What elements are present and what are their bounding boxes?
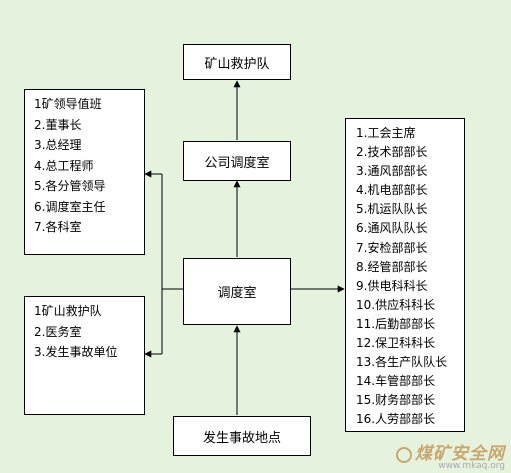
list-item: 10.供应科科长 bbox=[356, 297, 436, 312]
left-bottom-list-box: 1矿山救护队 2.医务室 3.发生事故单位 bbox=[24, 296, 145, 415]
list-item: 2.董事长 bbox=[34, 117, 82, 132]
accident-site-label: 发生事故地点 bbox=[202, 430, 281, 446]
list-item: 7.安检部部长 bbox=[356, 240, 428, 255]
list-item: 14.车管部部长 bbox=[356, 374, 436, 389]
watermark-url: www.mkaq.org bbox=[438, 461, 505, 471]
list-item: 13.各生产队队长 bbox=[356, 355, 448, 370]
rescue-team-box: 矿山救护队 bbox=[183, 44, 291, 80]
watermark-logo-text: 煤矿安全网 bbox=[415, 444, 505, 464]
list-item: 3.发生事故单位 bbox=[34, 345, 118, 359]
list-item: 8.经管部部长 bbox=[356, 259, 428, 274]
list-item: 3.通风部部长 bbox=[356, 164, 428, 179]
list-item: 4.机电部部长 bbox=[356, 183, 428, 198]
list-item: 1矿领导值班 bbox=[34, 97, 102, 111]
list-item: 5.各分管领导 bbox=[34, 179, 106, 193]
list-item: 12.保卫科科长 bbox=[356, 336, 436, 351]
list-item: 1.工会主席 bbox=[356, 126, 416, 140]
list-item: 3.总经理 bbox=[34, 138, 82, 152]
company-dispatch-label: 公司调度室 bbox=[204, 155, 270, 171]
list-item: 9.供电科科长 bbox=[356, 278, 428, 293]
left-top-list-box: 1矿领导值班 2.董事长 3.总经理 4.总工程师 5.各分管领导 6.调度室主… bbox=[24, 89, 145, 255]
rescue-team-label: 矿山救护队 bbox=[204, 56, 270, 72]
list-item: 7.各科室 bbox=[34, 220, 82, 234]
list-item: 15.财务部部长 bbox=[356, 393, 436, 408]
list-item: 6.调度室主任 bbox=[34, 199, 106, 214]
list-item: 5.机运队队长 bbox=[356, 202, 428, 217]
list-item: 16.人劳部部长 bbox=[356, 412, 436, 427]
list-item: 4.总工程师 bbox=[34, 158, 94, 173]
dispatch-room-label: 调度室 bbox=[217, 286, 257, 301]
dispatch-room-box: 调度室 bbox=[183, 258, 291, 325]
company-dispatch-box: 公司调度室 bbox=[183, 141, 291, 181]
list-item: 2.技术部部长 bbox=[356, 145, 428, 160]
list-item: 2.医务室 bbox=[34, 324, 82, 339]
list-item: 1矿山救护队 bbox=[34, 304, 102, 318]
right-list-box: 1.工会主席 2.技术部部长 3.通风部部长 4.机电部部长 5.机运队队长 6… bbox=[345, 118, 465, 432]
list-item: 11.后勤部部长 bbox=[356, 316, 436, 331]
list-item: 6.通风队队长 bbox=[356, 221, 428, 236]
watermark-logo-icon bbox=[396, 446, 412, 463]
watermark: 煤矿安全网 www.mkaq.org bbox=[396, 439, 505, 471]
accident-site-box: 发生事故地点 bbox=[173, 416, 311, 456]
